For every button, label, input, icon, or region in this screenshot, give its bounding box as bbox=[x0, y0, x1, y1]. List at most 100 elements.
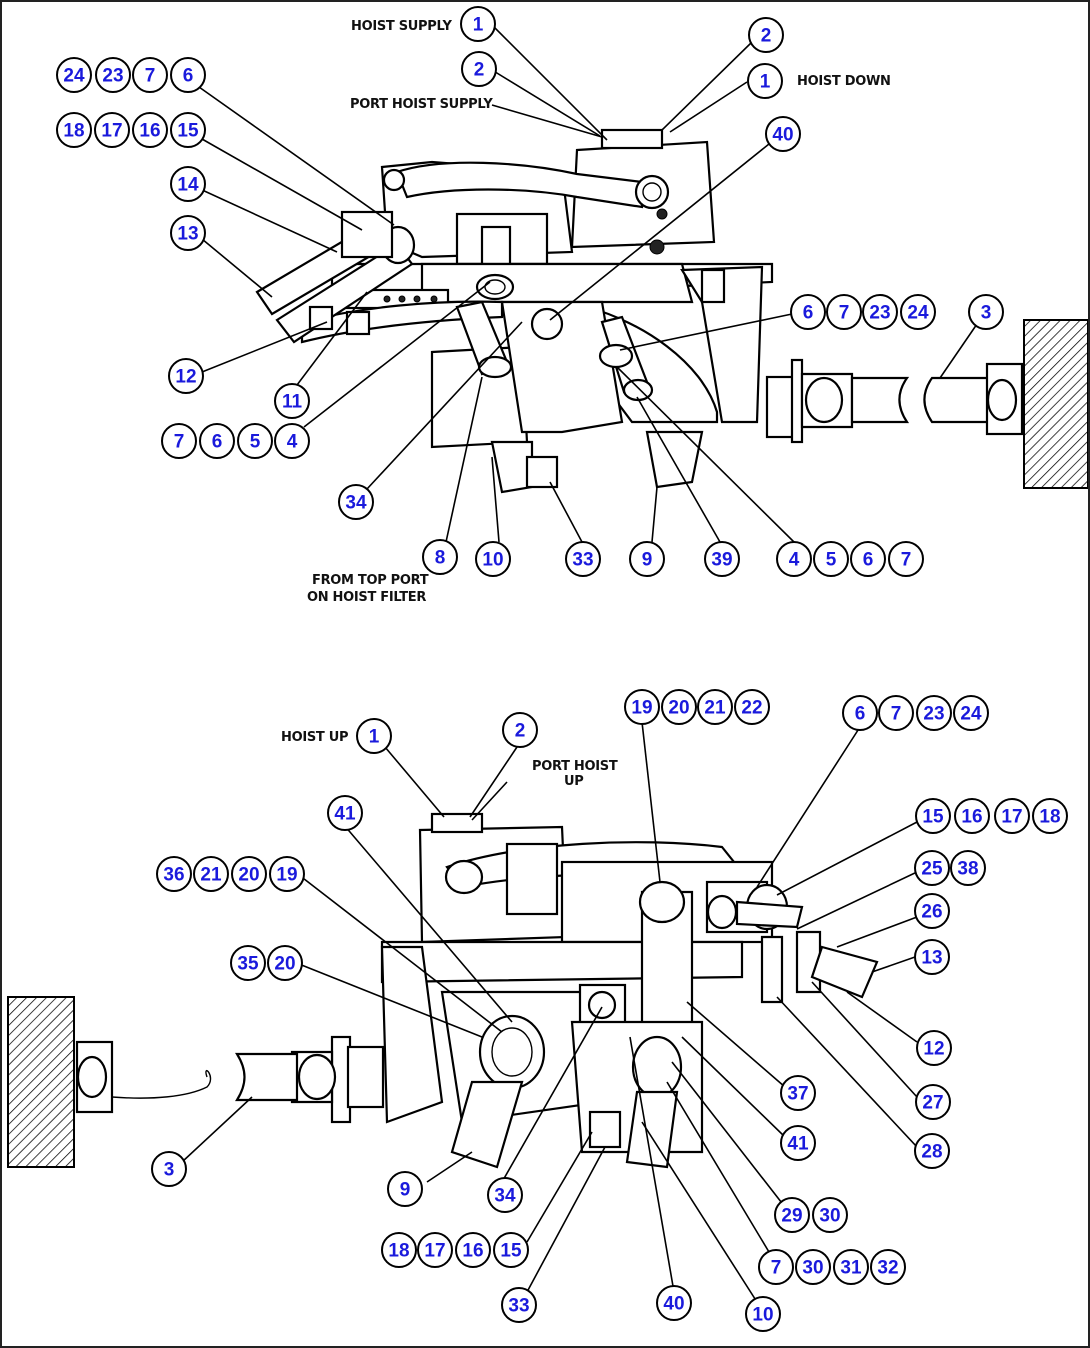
callout-number: 9 bbox=[642, 550, 653, 571]
callout-bubble bbox=[915, 1084, 951, 1120]
callout-bubble bbox=[327, 795, 363, 831]
callout-number: 17 bbox=[101, 121, 122, 142]
callout-number: 10 bbox=[482, 550, 503, 571]
bottom-callout-38: 38 bbox=[950, 850, 986, 886]
callout-number: 23 bbox=[102, 66, 123, 87]
bottom-callout-6: 6 bbox=[842, 695, 878, 731]
callout-bubble bbox=[915, 798, 951, 834]
callout-number: 11 bbox=[282, 392, 303, 413]
top-callout-6: 6 bbox=[850, 541, 886, 577]
callout-number: 7 bbox=[839, 303, 850, 324]
top-callout-7: 7 bbox=[132, 57, 168, 93]
callout-number: 36 bbox=[163, 865, 184, 886]
callout-bubble bbox=[565, 541, 601, 577]
bottom-callout-9: 9 bbox=[387, 1171, 423, 1207]
bottom-assembly-drawing bbox=[7, 812, 879, 1169]
callout-number: 23 bbox=[869, 303, 890, 324]
callout-number: 18 bbox=[388, 1241, 409, 1262]
callout-bubble bbox=[56, 57, 92, 93]
callout-bubble bbox=[170, 166, 206, 202]
top-callout-6: 6 bbox=[170, 57, 206, 93]
callout-bubble bbox=[267, 945, 303, 981]
callout-number: 18 bbox=[63, 121, 84, 142]
callout-number: 6 bbox=[803, 303, 814, 324]
callout-number: 18 bbox=[1039, 807, 1060, 828]
callout-number: 35 bbox=[237, 954, 259, 975]
bottom-callout-2: 2 bbox=[502, 712, 538, 748]
callout-number: 3 bbox=[981, 303, 992, 324]
callout-number: 24 bbox=[907, 303, 929, 324]
callout-number: 6 bbox=[212, 432, 223, 453]
callout-bubble bbox=[697, 689, 733, 725]
callout-number: 25 bbox=[921, 859, 943, 880]
callout-bubble bbox=[475, 541, 511, 577]
bottom-callout-20: 20 bbox=[267, 945, 303, 981]
callout-bubble bbox=[199, 423, 235, 459]
callout-bubble bbox=[461, 51, 497, 87]
top-callout-18: 18 bbox=[56, 112, 92, 148]
callout-bubble bbox=[758, 1249, 794, 1285]
top-callout-24: 24 bbox=[900, 294, 936, 330]
bottom-callout-25: 25 bbox=[914, 850, 950, 886]
bottom-callout-18: 18 bbox=[381, 1232, 417, 1268]
callout-number: 30 bbox=[802, 1258, 823, 1279]
bottom-callout-24: 24 bbox=[953, 695, 989, 731]
callout-number: 41 bbox=[334, 804, 356, 825]
bottom-callout-20: 20 bbox=[231, 856, 267, 892]
callout-number: 31 bbox=[840, 1258, 862, 1279]
callout-bubble bbox=[455, 1232, 491, 1268]
callout-bubble bbox=[269, 856, 305, 892]
callout-number: 40 bbox=[772, 125, 793, 146]
callout-number: 39 bbox=[711, 550, 732, 571]
callout-number: 16 bbox=[961, 807, 982, 828]
bottom-callout-1: 1 bbox=[356, 718, 392, 754]
callout-bubble bbox=[624, 689, 660, 725]
callout-number: 17 bbox=[424, 1241, 445, 1262]
bottom-callout-41: 41 bbox=[780, 1125, 816, 1161]
callout-number: 34 bbox=[345, 493, 367, 514]
callout-number: 2 bbox=[474, 60, 485, 81]
callout-number: 8 bbox=[435, 548, 446, 569]
callout-bubble bbox=[132, 112, 168, 148]
callout-bubble bbox=[850, 541, 886, 577]
leader-lines bbox=[181, 23, 978, 1303]
bottom-callout-17: 17 bbox=[994, 798, 1030, 834]
bottom-callout-27: 27 bbox=[915, 1084, 951, 1120]
callout-bubble bbox=[914, 1133, 950, 1169]
callout-number: 5 bbox=[250, 432, 261, 453]
label-from-top-port: FROM TOP PORT bbox=[312, 573, 429, 588]
bottom-callout-7: 7 bbox=[878, 695, 914, 731]
callout-bubble bbox=[170, 57, 206, 93]
callout-bubble bbox=[734, 689, 770, 725]
label-hoist-up: HOIST UP bbox=[281, 730, 348, 745]
callout-number: 26 bbox=[921, 902, 942, 923]
callout-bubble bbox=[950, 850, 986, 886]
callout-bubble bbox=[460, 6, 496, 42]
callout-bubble bbox=[95, 57, 131, 93]
callout-bubble bbox=[356, 718, 392, 754]
top-callout-2: 2 bbox=[461, 51, 497, 87]
callout-bubble bbox=[168, 358, 204, 394]
bottom-callout-30: 30 bbox=[812, 1197, 848, 1233]
callout-bubble bbox=[656, 1285, 692, 1321]
bottom-callout-16: 16 bbox=[455, 1232, 491, 1268]
callout-number: 4 bbox=[287, 432, 298, 453]
callout-bubble bbox=[56, 112, 92, 148]
callout-number: 21 bbox=[704, 698, 726, 719]
top-callout-2: 2 bbox=[748, 17, 784, 53]
callout-number: 14 bbox=[177, 175, 199, 196]
callout-bubble bbox=[417, 1232, 453, 1268]
callout-bubble bbox=[704, 541, 740, 577]
callout-number: 16 bbox=[139, 121, 160, 142]
label-up: UP bbox=[564, 774, 583, 789]
callout-bubble bbox=[161, 423, 197, 459]
callout-bubble bbox=[914, 850, 950, 886]
callout-bubble bbox=[1032, 798, 1068, 834]
callout-number: 17 bbox=[1001, 807, 1022, 828]
bottom-callout-13: 13 bbox=[914, 939, 950, 975]
callout-number: 23 bbox=[923, 704, 944, 725]
callout-bubble bbox=[193, 856, 229, 892]
callout-bubble bbox=[826, 294, 862, 330]
callout-number: 24 bbox=[960, 704, 982, 725]
